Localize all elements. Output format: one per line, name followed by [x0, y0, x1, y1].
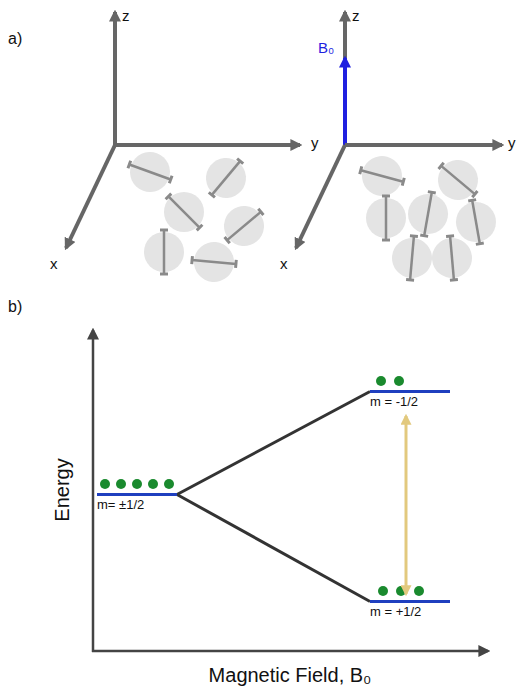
spin-cap: [237, 159, 243, 164]
axis-title: Magnetic Field, B₀: [209, 664, 372, 686]
spin-cap: [360, 166, 362, 174]
population-dot: [116, 479, 126, 489]
spin-cap: [476, 243, 484, 244]
spin-ball: [198, 150, 254, 206]
spin-cap: [382, 195, 390, 198]
population-dot: [132, 479, 142, 489]
axis-label: x: [50, 256, 58, 273]
axis-title: Energy: [51, 458, 73, 521]
axis-label: x: [280, 256, 288, 273]
spin-group: [122, 146, 499, 284]
axes-left: [66, 12, 300, 248]
transition-arrow: [405, 416, 408, 594]
spin-symbol: [390, 234, 434, 281]
spin-arrow: [163, 230, 166, 274]
energy-level: m = -1/2: [370, 390, 450, 410]
spin-cap: [190, 256, 194, 264]
population-dot: [164, 479, 174, 489]
energy-level: m = +1/2: [370, 600, 450, 620]
level-label: m = -1/2: [370, 393, 450, 410]
spin-cap: [169, 176, 172, 184]
spin-arrow: [441, 166, 475, 194]
spin-arrow: [192, 260, 236, 264]
spin-cap: [160, 273, 168, 276]
population-dot: [100, 479, 110, 489]
axes-right: [296, 12, 502, 248]
energy-level: m= ±1/2: [97, 493, 177, 513]
spin-cap: [166, 194, 172, 200]
spin-ball: [405, 191, 451, 237]
spin-arrow: [424, 192, 432, 235]
spin-arrow: [129, 164, 170, 179]
level-split-line: [177, 495, 370, 602]
level-label: m = +1/2: [370, 603, 450, 620]
spin-cap: [209, 192, 215, 197]
spin-symbol: [366, 196, 406, 240]
spin-arrow: [450, 236, 454, 280]
spin-cap: [439, 163, 444, 169]
spin-ball: [390, 236, 433, 279]
spin-symbol: [190, 240, 237, 284]
spin-cap: [128, 161, 131, 169]
panel-label: b): [8, 298, 22, 316]
spin-symbol: [356, 151, 409, 201]
spin-symbol: [144, 230, 184, 274]
spin-arrow: [472, 200, 480, 243]
spin-ball: [453, 199, 499, 245]
panel-label: a): [8, 30, 22, 48]
spin-cap: [406, 278, 414, 282]
field-label: B₀: [318, 40, 334, 57]
spin-ball: [358, 152, 407, 201]
spin-arrow: [212, 161, 240, 195]
spin-ball: [124, 146, 175, 197]
spin-cap: [225, 237, 230, 243]
population-dot: [394, 376, 404, 386]
level-label: m= ±1/2: [97, 496, 177, 513]
spin-arrow: [385, 196, 388, 240]
axis-label: z: [352, 8, 360, 25]
spin-arrow: [361, 170, 404, 181]
spin-symbol: [197, 148, 256, 207]
spin-arrow: [410, 236, 414, 280]
spin-cap: [472, 191, 477, 197]
population-dot: [148, 479, 158, 489]
population-dot: [414, 586, 424, 596]
spin-cap: [428, 192, 436, 193]
spin-cap: [382, 239, 390, 242]
spin-cap: [410, 234, 418, 238]
spin-cap: [450, 278, 458, 282]
population-dot: [376, 376, 386, 386]
spin-cap: [234, 260, 238, 268]
level-split-line: [177, 392, 370, 495]
spin-cap: [468, 200, 476, 201]
spin-symbol: [122, 146, 177, 199]
energy-axes: [92, 330, 488, 652]
axis-label: y: [508, 135, 516, 152]
axis-label: y: [311, 135, 319, 152]
axis-label: z: [122, 8, 130, 25]
spin-symbol: [404, 189, 451, 239]
spin-cap: [446, 234, 454, 238]
spin-arrow: [168, 196, 199, 227]
spin-ball: [430, 236, 473, 279]
spin-ball: [192, 240, 235, 283]
spin-symbol: [430, 234, 474, 281]
population-dot: [378, 586, 388, 596]
spin-cap: [402, 178, 404, 186]
spin-cap: [420, 235, 428, 236]
spin-cap: [197, 225, 203, 231]
spin-cap: [258, 209, 263, 215]
spin-cap: [160, 229, 168, 232]
spin-arrow: [227, 212, 261, 240]
